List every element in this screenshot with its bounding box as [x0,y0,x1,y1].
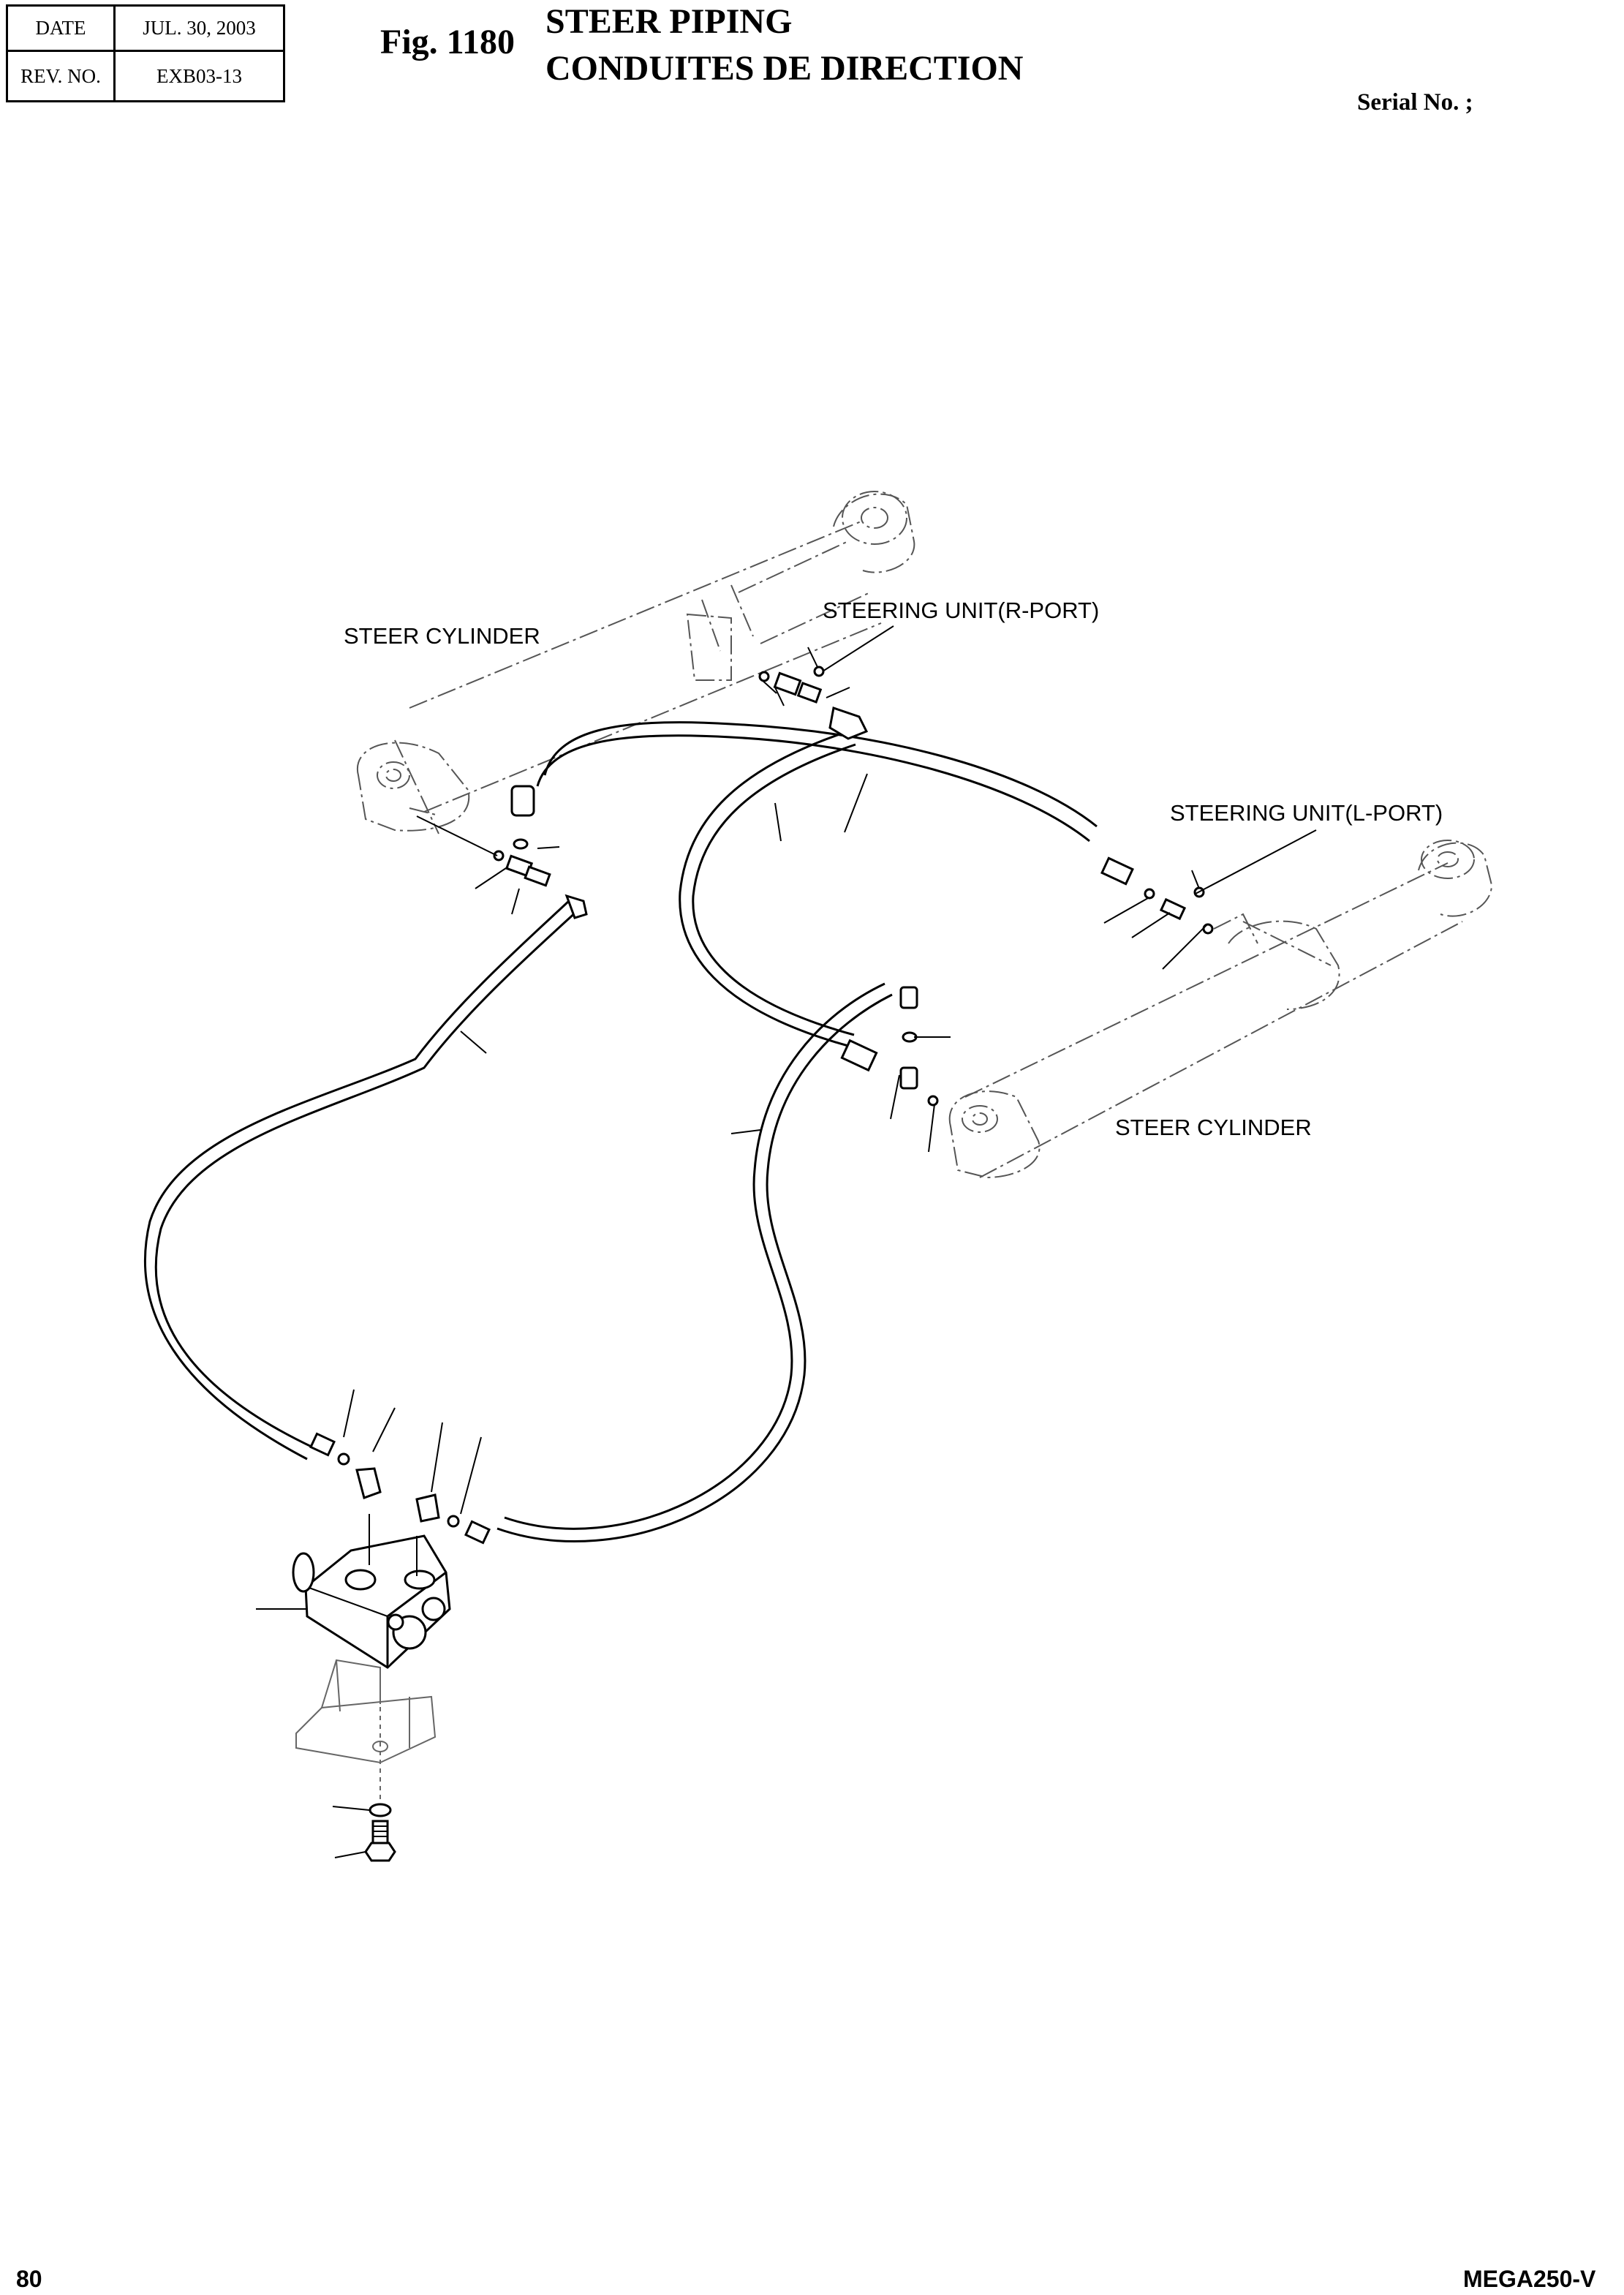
leader-lines [256,625,1317,1858]
steering-valve-block [292,1514,451,1669]
serial-label: Serial No. ; [1357,89,1473,116]
hose-left-long [143,900,579,1461]
label-steering-unit-r: STEERING UNIT(R-PORT) [823,598,1099,623]
fitting-group-left-top [493,785,588,919]
label-steering-unit-l: STEERING UNIT(L-PORT) [1170,800,1443,826]
fitting-group-lport [1100,856,1214,935]
date-label: DATE [6,4,116,52]
figure-title-en: STEER PIPING [545,2,793,41]
page-number: 80 [16,2266,42,2292]
bolt-and-washer [364,1803,396,1862]
hose-rport-to-rcyl [536,721,1098,843]
steer-cylinder-right [948,840,1493,1179]
steer-cylinder-left [356,491,915,834]
figure-number: Fig. 1180 [380,23,515,61]
fitting-group-rcyl [840,986,939,1107]
rev-label: REV. NO. [6,50,116,102]
label-steer-cylinder-left: STEER CYLINDER [344,623,540,649]
hose-right-long [496,982,893,1543]
fitting-group-rport [758,666,869,740]
revision-table: DATE JUL. 30, 2003 REV. NO. EXB03-13 [6,4,285,102]
label-steer-cylinder-right: STEER CYLINDER [1115,1115,1312,1140]
figure-title-fr: CONDUITES DE DIRECTION [545,49,1024,88]
date-value: JUL. 30, 2003 [113,4,285,52]
mounting-bracket [295,1659,437,1799]
rev-value: EXB03-13 [113,50,285,102]
fitting-group-valve [309,1432,491,1545]
model-name: MEGA250-V [1463,2266,1596,2292]
hose-rport-to-lcyl [679,730,856,1047]
